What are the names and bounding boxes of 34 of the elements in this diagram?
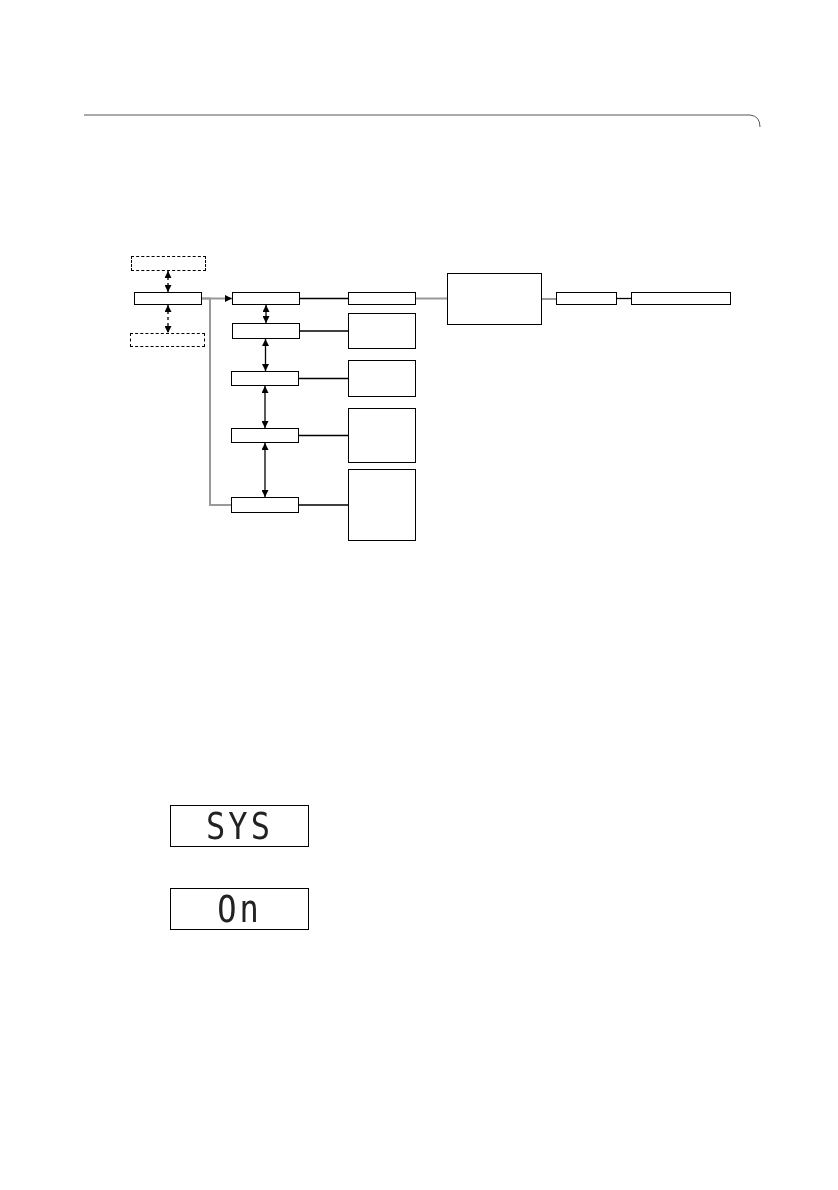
connector-line bbox=[298, 504, 349, 506]
empty-box bbox=[348, 360, 416, 397]
arrow bbox=[164, 304, 172, 334]
display-panel bbox=[170, 805, 309, 847]
display-text: SYS bbox=[206, 804, 273, 848]
dashed-box bbox=[131, 256, 206, 271]
arrow bbox=[262, 338, 269, 372]
arrow bbox=[261, 442, 269, 498]
connector-line bbox=[415, 297, 448, 300]
empty-box bbox=[134, 292, 202, 305]
connector-line bbox=[541, 298, 557, 300]
connector-line bbox=[299, 297, 349, 300]
empty-box bbox=[232, 292, 300, 305]
arrow bbox=[261, 385, 269, 429]
empty-box bbox=[447, 273, 542, 325]
connector-line bbox=[298, 434, 349, 437]
empty-box bbox=[348, 408, 416, 463]
connector-line bbox=[299, 330, 349, 332]
empty-box bbox=[231, 497, 299, 513]
empty-box bbox=[631, 292, 731, 305]
empty-box bbox=[231, 428, 299, 443]
arrow bbox=[262, 304, 270, 324]
arrow bbox=[164, 270, 172, 293]
empty-box bbox=[348, 313, 416, 349]
empty-box bbox=[348, 292, 416, 305]
connector-line bbox=[298, 377, 349, 380]
empty-box bbox=[556, 292, 617, 305]
display-panel bbox=[170, 888, 309, 930]
dashed-box bbox=[130, 333, 205, 347]
empty-box bbox=[231, 371, 299, 386]
empty-box bbox=[232, 323, 300, 339]
display-text: On bbox=[217, 887, 262, 931]
empty-box bbox=[348, 469, 416, 541]
connector-line bbox=[201, 297, 232, 506]
